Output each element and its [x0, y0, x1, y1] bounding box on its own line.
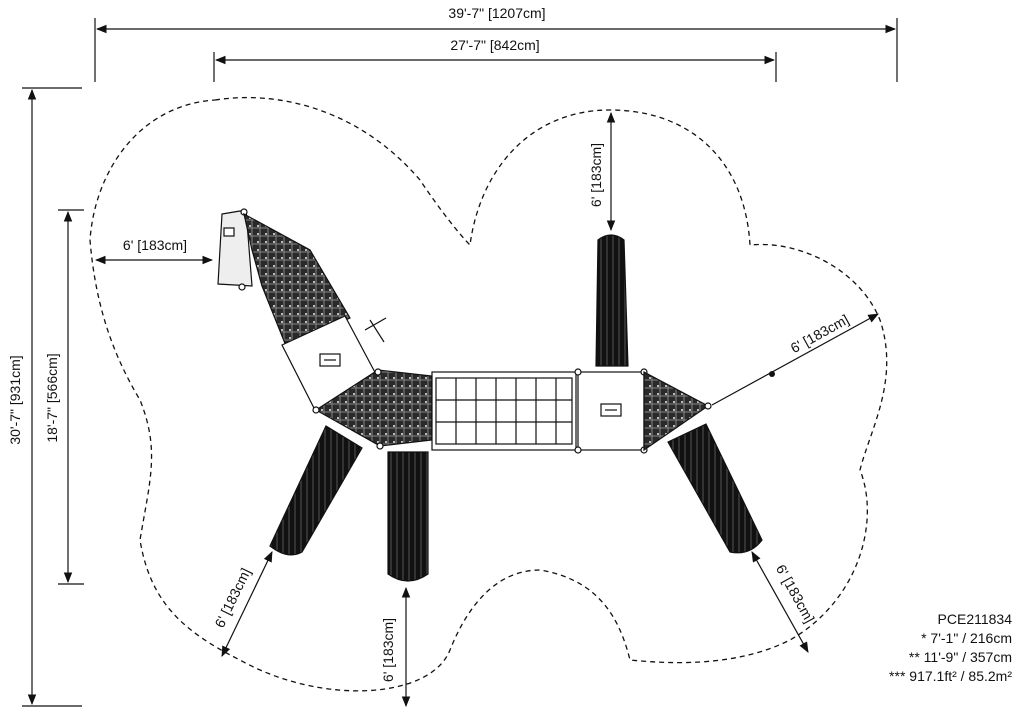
top-slide [595, 234, 629, 367]
height-spec: * 7'-1" / 216cm [921, 630, 1012, 646]
overall-depth-dimension: 30'-7" [931cm] [7, 87, 82, 707]
fall-height-spec: ** 11'-9" / 357cm [908, 649, 1012, 665]
overall-depth-label: 30'-7" [931cm] [7, 355, 23, 444]
model-number: PCE211834 [937, 611, 1012, 627]
overall-width-label: 39'-7" [1207cm] [448, 5, 545, 21]
clearance-bottom: 6' [183cm] [380, 586, 411, 708]
clearance-lower-right-label: 6' [183cm] [773, 562, 818, 626]
structure-depth-label: 18'-7" [566cm] [44, 353, 60, 442]
clearance-top: 6' [183cm] [588, 111, 616, 232]
overall-width-dimension: 39'-7" [1207cm] [94, 5, 898, 82]
clearance-lower-left: 6' [183cm] [211, 551, 273, 657]
spec-block: PCE211834 * 7'-1" / 216cm ** 11'-9" / 35… [889, 610, 1012, 686]
clearance-right: 6' [183cm] [711, 311, 879, 406]
structure-width-dimension: 27'-7" [842cm] [213, 37, 777, 82]
clearance-top-label: 6' [183cm] [588, 143, 604, 207]
bridge [431, 371, 577, 451]
structure-width-label: 27'-7" [842cm] [450, 37, 539, 53]
clearance-bottom-label: 6' [183cm] [380, 618, 396, 682]
structure-depth-dimension: 18'-7" [566cm] [44, 209, 84, 585]
right-net [643, 371, 710, 452]
lower-right-slide [667, 423, 763, 554]
bottom-slide [387, 451, 429, 582]
clearance-lower-right: 6' [183cm] [751, 551, 818, 653]
area-spec: *** 917.1ft² / 85.2m² [889, 668, 1012, 684]
lower-left-slide [269, 425, 363, 556]
clearance-lower-left-label: 6' [183cm] [211, 565, 254, 630]
play-structure [217, 208, 763, 582]
clearance-left: 6' [183cm] [94, 237, 214, 265]
clearance-left-label: 6' [183cm] [123, 237, 187, 253]
